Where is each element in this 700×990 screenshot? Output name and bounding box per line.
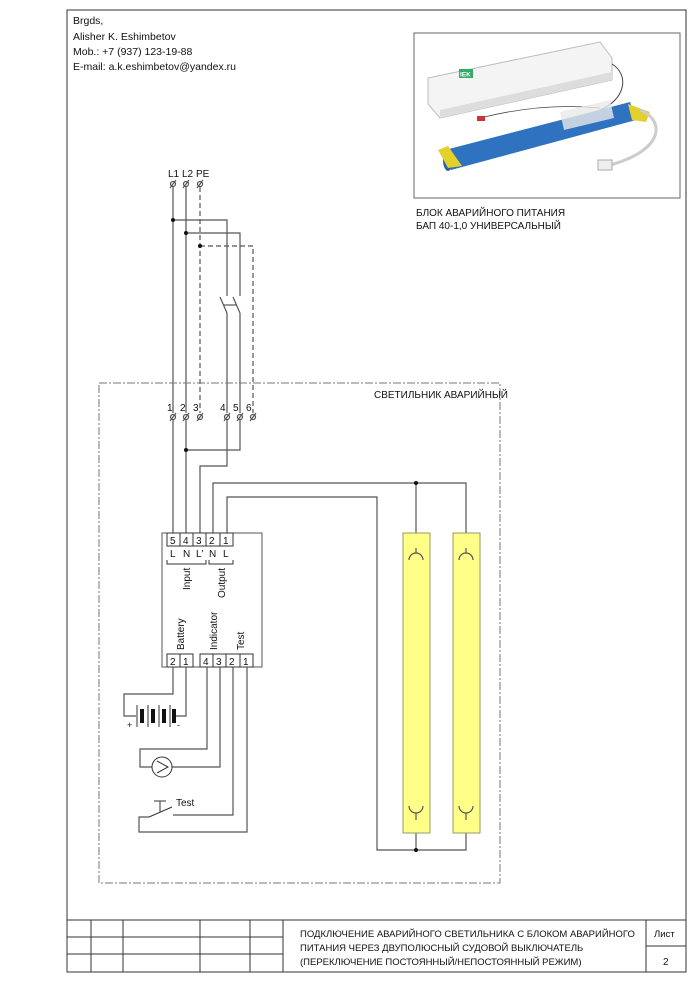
supply-terminal-marks	[169, 179, 204, 189]
label-pe: PE	[196, 169, 210, 180]
emergency-power-module: 5 4 3 2 1 L N L' N L 2 1 4 3 2 1 Input O…	[161, 532, 263, 668]
battery-label: Battery	[176, 618, 187, 650]
module-battery_terminals-1: 1	[183, 657, 189, 668]
sheet-label: Лист	[654, 929, 675, 940]
test-label: Test	[236, 631, 247, 650]
page-border	[66, 9, 687, 973]
author-name: Alisher K. Eshimbetov	[73, 31, 176, 43]
two-pole-switch	[219, 296, 241, 413]
fluorescent-lamp-1	[402, 532, 431, 834]
module-input_labels-2: L'	[196, 549, 204, 560]
greeting: Brgds,	[73, 15, 103, 27]
luminaire-terminals: 1 2 3 4 5 6	[167, 403, 257, 422]
test-pushbutton: Test	[138, 667, 248, 833]
drawing-title-line2: ПИТАНИЯ ЧЕРЕЗ ДВУПОЛЮСНЫЙ СУДОВОЙ ВЫКЛЮЧ…	[300, 942, 583, 954]
module-battery_terminals-0: 2	[170, 657, 176, 668]
module-control_terminals-1: 3	[216, 657, 222, 668]
drawing-title-line3: (ПЕРЕКЛЮЧЕНИЕ ПОСТОЯННЫЙ/НЕПОСТОЯННЫЙ РЕ…	[300, 956, 582, 968]
label-l1: L1	[168, 169, 180, 180]
photo-caption-line2: БАП 40-1,0 УНИВЕРСАЛЬНЫЙ	[416, 219, 561, 232]
module-input_terminals-4: 1	[223, 536, 229, 547]
battery-plus: +	[127, 720, 132, 730]
output-label: Output	[217, 568, 228, 598]
luminaire-terminals-0: 1	[167, 403, 173, 414]
title-block: ПОДКЛЮЧЕНИЕ АВАРИЙНОГО СВЕТИЛЬНИКА С БЛО…	[67, 919, 686, 972]
battery-minus: -	[177, 720, 180, 730]
battery-symbol: + -	[123, 667, 187, 730]
module-input_terminals-2: 3	[196, 536, 202, 547]
module-input_labels-1: N	[183, 549, 190, 560]
test_button-label: Test	[176, 798, 195, 809]
internal-wires	[172, 420, 467, 852]
luminaire-terminals-3: 4	[220, 403, 226, 414]
drawing-title-line1: ПОДКЛЮЧЕНИЕ АВАРИЙНОГО СВЕТИЛЬНИКА С БЛО…	[300, 928, 635, 940]
luminaire-terminals-1: 2	[180, 403, 186, 414]
photo-caption-line1: БЛОК АВАРИЙНОГО ПИТАНИЯ	[416, 206, 565, 219]
product-photo: IEK	[413, 32, 681, 199]
module-control_terminals-3: 1	[243, 657, 249, 668]
luminaire-enclosure	[98, 382, 501, 884]
module-input_labels-0: L	[170, 549, 176, 560]
luminaire-terminals-2: 3	[193, 403, 199, 414]
author-mobile: Mob.: +7 (937) 123-19-88	[73, 46, 193, 58]
module-input_labels-3: N	[209, 549, 216, 560]
supply-wires	[171, 187, 254, 413]
input-label: Input	[182, 568, 193, 590]
indicator-label: Indicator	[209, 611, 220, 650]
author-block: Brgds, Alisher K. Eshimbetov Mob.: +7 (9…	[73, 15, 236, 73]
brand-logo	[459, 69, 473, 78]
author-email: E-mail: a.k.eshimbetov@yandex.ru	[73, 61, 236, 73]
indicator-lamp	[139, 667, 221, 778]
fluorescent-lamp-2	[452, 532, 481, 834]
brand-logo-text: IEK	[460, 72, 471, 79]
luminaire-terminals-4: 5	[233, 403, 239, 414]
luminaire-title: СВЕТИЛЬНИК АВАРИЙНЫЙ	[374, 388, 508, 401]
module-control_terminals-0: 4	[203, 657, 209, 668]
module-input_terminals-3: 2	[209, 536, 215, 547]
module-control_terminals-2: 2	[229, 657, 235, 668]
module-input_terminals-0: 5	[170, 536, 176, 547]
module-input_terminals-1: 4	[183, 536, 189, 547]
module-input_labels-4: L	[223, 549, 229, 560]
label-l2: L2	[182, 169, 194, 180]
luminaire-terminals-5: 6	[246, 403, 252, 414]
sheet-number: 2	[663, 957, 669, 968]
